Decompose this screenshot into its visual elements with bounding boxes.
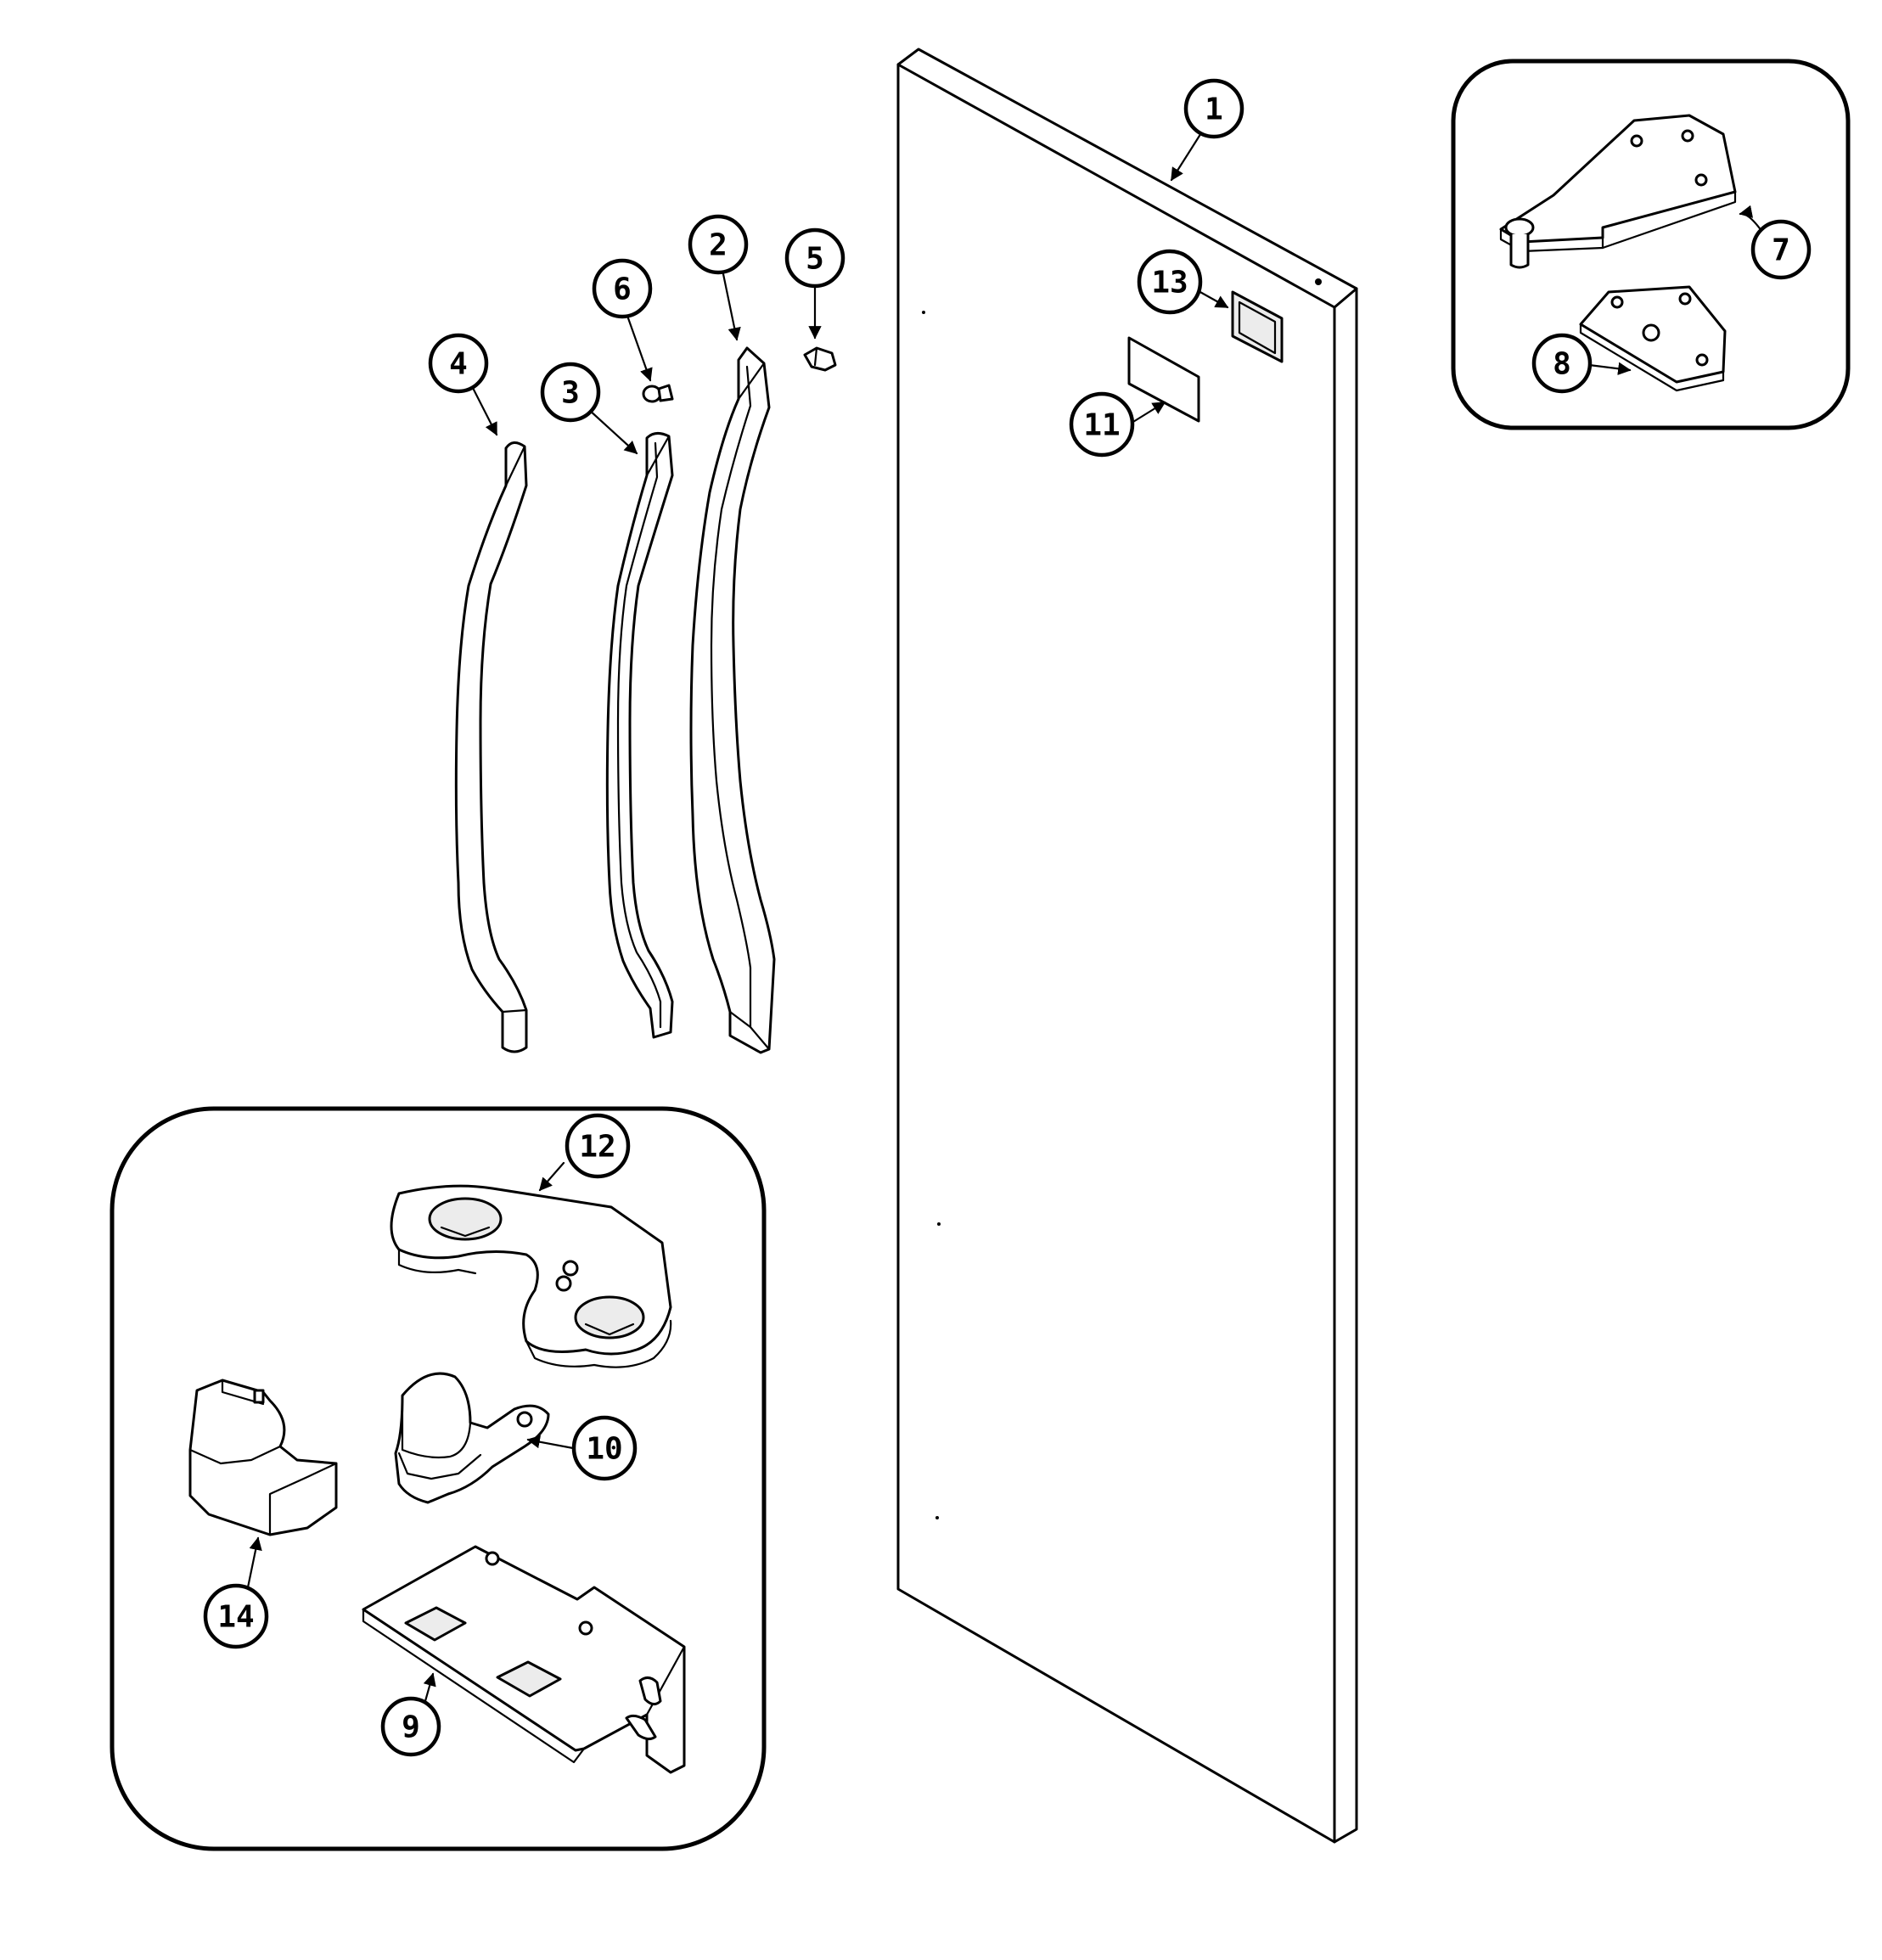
callout-4-label: 4 — [449, 347, 468, 382]
callout-3: 3 — [540, 362, 601, 423]
callout-4: 4 — [428, 333, 489, 394]
callout-3-label: 3 — [561, 376, 580, 411]
upper-hinge-part — [1499, 114, 1737, 269]
callout-1-label: 1 — [1205, 93, 1223, 127]
handle-trim-4-part — [454, 441, 528, 1053]
callout-14: 14 — [203, 1583, 269, 1649]
callout-6-label: 6 — [613, 272, 632, 307]
door-gasket-part — [689, 346, 776, 1054]
callout-14-label: 14 — [217, 1600, 254, 1635]
callout-6: 6 — [592, 258, 653, 319]
callout-8: 8 — [1531, 333, 1593, 394]
callout-11-label: 11 — [1083, 408, 1120, 443]
hinge-shim-part — [1579, 285, 1727, 392]
callout-5-label: 5 — [806, 242, 824, 277]
callout-5: 5 — [784, 227, 845, 289]
callout-1: 1 — [1183, 78, 1244, 139]
callout-2-label: 2 — [709, 228, 728, 263]
callout-9: 9 — [380, 1696, 441, 1757]
door-panel-part — [896, 48, 1358, 1844]
handle-trim-3-part — [605, 432, 674, 1039]
callout-8-label: 8 — [1553, 347, 1571, 382]
striker-plate-part — [362, 1545, 686, 1774]
hinge-cover-part — [188, 1379, 338, 1536]
callout-12: 12 — [565, 1113, 631, 1179]
screw-5-part — [803, 346, 837, 372]
callout-9-label: 9 — [402, 1710, 420, 1745]
callout-12-label: 12 — [579, 1130, 615, 1165]
callout-7: 7 — [1750, 219, 1812, 280]
callout-13-label: 13 — [1151, 266, 1188, 300]
hinge-pin-part — [394, 1372, 550, 1504]
callout-10: 10 — [571, 1415, 638, 1481]
screw-6-part — [642, 384, 674, 403]
callout-11: 11 — [1069, 391, 1135, 458]
callout-7-label: 7 — [1772, 233, 1790, 268]
callout-10-label: 10 — [586, 1432, 622, 1467]
cam-bracket-part — [390, 1184, 672, 1368]
callout-2: 2 — [688, 214, 749, 275]
callout-13: 13 — [1137, 249, 1203, 315]
